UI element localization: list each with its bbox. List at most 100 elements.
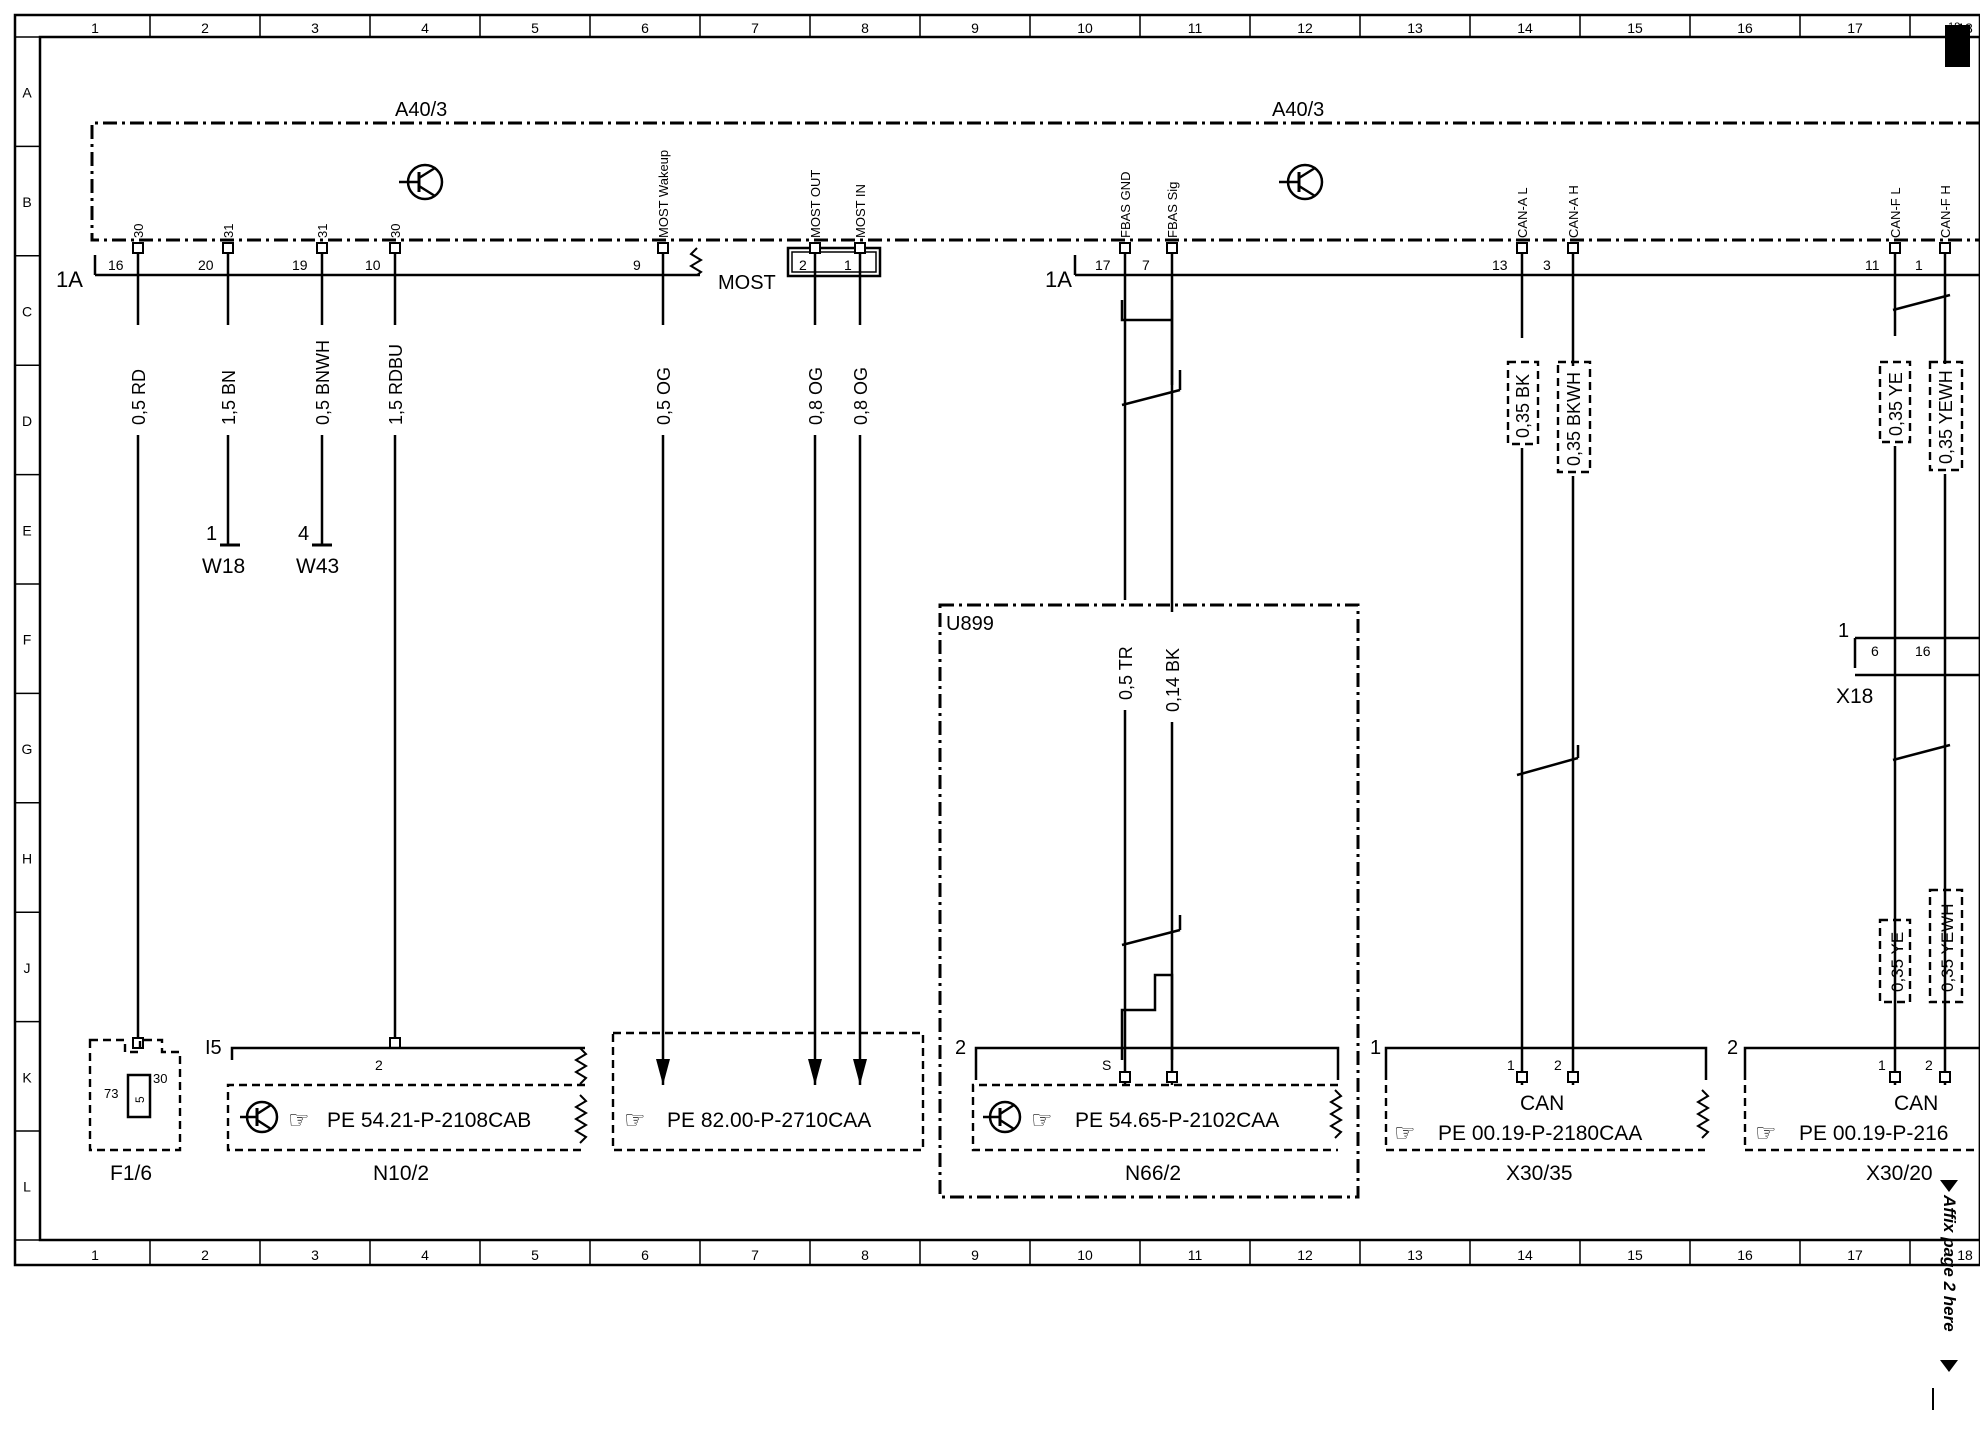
pin-function-label: CAN-A H	[1566, 185, 1581, 238]
wire-spec-label: 0,8 OG	[806, 367, 826, 425]
pin-terminal	[222, 242, 234, 254]
column-label: 15	[1627, 20, 1643, 36]
row-label: K	[22, 1069, 32, 1085]
row-label: H	[22, 851, 32, 867]
arrow-down-icon	[1940, 1360, 1958, 1372]
wire-label-bg	[849, 325, 871, 435]
pin-function-label: CAN-F L	[1888, 187, 1903, 238]
pin-terminal	[389, 1037, 401, 1049]
u899-label: U899	[946, 613, 994, 635]
column-label: 8	[861, 20, 869, 36]
n66-pin: S	[1102, 1057, 1111, 1073]
x3020-connector	[1743, 1046, 1980, 1080]
outer-frame	[13, 13, 1980, 1267]
pin-number: 9	[633, 257, 641, 273]
n10-ref: PE 54.21-P-2108CAB	[327, 1109, 531, 1132]
n10-border	[226, 1083, 585, 1152]
pin-function-label: MOST OUT	[808, 170, 823, 238]
column-label: 9	[971, 1247, 979, 1263]
x3035-name: X30/35	[1506, 1162, 1573, 1185]
x18-pin-a: 6	[1871, 643, 1879, 659]
wire-spec-label: 0,8 OG	[851, 367, 871, 425]
x3020-border	[1743, 1085, 1980, 1152]
row-label: J	[24, 960, 31, 976]
pin-terminal	[1939, 242, 1951, 254]
column-label: 9	[971, 20, 979, 36]
row-label: C	[22, 304, 32, 320]
x18-pin-b: 16	[1915, 643, 1931, 659]
fuse-box	[88, 1038, 182, 1152]
ground-pin-w43: 4	[298, 523, 309, 545]
wire-label-bg	[127, 325, 149, 435]
column-label: 5	[531, 20, 539, 36]
n66-connector	[974, 1046, 1340, 1080]
wire-spec-label: 0,35 BKWH	[1564, 372, 1584, 466]
row-label: G	[22, 741, 33, 757]
pin-function-label: 30	[131, 224, 146, 238]
pin-terminal	[1939, 1071, 1951, 1083]
pin-number: 13	[1492, 257, 1508, 273]
column-label: 10	[1077, 20, 1093, 36]
pin-number: 1	[1915, 257, 1923, 273]
column-label: 1	[91, 20, 99, 36]
column-label: 12	[1297, 20, 1313, 36]
a40-module-border	[90, 121, 1980, 242]
wire-label-bg	[1114, 600, 1136, 710]
n10-connector	[230, 1046, 585, 1060]
pin-terminal	[1516, 242, 1528, 254]
pin-number: 16	[108, 257, 124, 273]
wire-tag-frame	[1556, 360, 1592, 474]
transistor-icon	[983, 1100, 1022, 1134]
pin-number: 10	[365, 257, 381, 273]
column-label: 12	[1297, 1247, 1313, 1263]
pin-terminal	[389, 242, 401, 254]
pin-number: 7	[1142, 257, 1150, 273]
x3020-index: 2	[1727, 1037, 1738, 1059]
pin-terminal	[1119, 1071, 1131, 1083]
pin-terminal	[132, 242, 144, 254]
pin-terminal	[1889, 1071, 1901, 1083]
pin-terminal	[132, 1037, 144, 1049]
column-label: 3	[311, 1247, 319, 1263]
pointing-hand-icon: ☞	[1394, 1120, 1416, 1147]
wire-spec-label: 0,5 BNWH	[313, 340, 333, 425]
row-label: A	[22, 85, 32, 101]
x3020-ref: PE 00.19-P-216	[1799, 1122, 1948, 1145]
ground-name-w43: W43	[296, 555, 339, 578]
pin-terminal	[1567, 1071, 1579, 1083]
lower-wire-right: 0,35 YEWH	[1938, 903, 1957, 992]
x3035-border	[1384, 1085, 1705, 1152]
side-note: Affix page 2 here	[1940, 1194, 1959, 1332]
column-label: 1	[91, 1247, 99, 1263]
column-label: 15	[1627, 1247, 1643, 1263]
pointing-hand-icon: ☞	[624, 1107, 646, 1134]
wire-spec-label: 0,5 OG	[654, 367, 674, 425]
column-label: 18	[1957, 20, 1973, 36]
wire-spec-label: 1,5 BN	[219, 370, 239, 425]
row-label: D	[22, 413, 32, 429]
pin-number: 11	[1865, 257, 1880, 273]
row-label: E	[22, 522, 31, 538]
pin-function-label: MOST Wakeup	[656, 150, 671, 238]
arrow-down-icon	[1940, 1180, 1958, 1192]
corner-mark: 18	[1948, 21, 1960, 33]
wire-tag-frame	[1928, 360, 1964, 472]
pin-terminal	[809, 242, 821, 254]
pin-number: 1	[844, 257, 852, 273]
column-label: 16	[1737, 20, 1753, 36]
column-label: 14	[1517, 1247, 1533, 1263]
pin-terminal	[316, 242, 328, 254]
a40-label-right: A40/3	[1272, 99, 1324, 121]
lower-wire-left: 0,35 YE	[1888, 932, 1907, 992]
column-label: 10	[1077, 1247, 1093, 1263]
wire-label-bg	[384, 325, 406, 435]
wire-tag-frame	[1878, 360, 1912, 444]
x3035-ref: PE 00.19-P-2180CAA	[1438, 1122, 1642, 1145]
wire-spec-label: 1,5 RDBU	[386, 344, 406, 425]
pe8200-box	[611, 1031, 925, 1152]
wire-label-bg	[1161, 612, 1183, 722]
ground-name-w18: W18	[202, 555, 245, 578]
wire-label-bg	[311, 325, 333, 435]
column-label: 11	[1188, 1247, 1203, 1263]
column-label: 13	[1407, 1247, 1423, 1263]
